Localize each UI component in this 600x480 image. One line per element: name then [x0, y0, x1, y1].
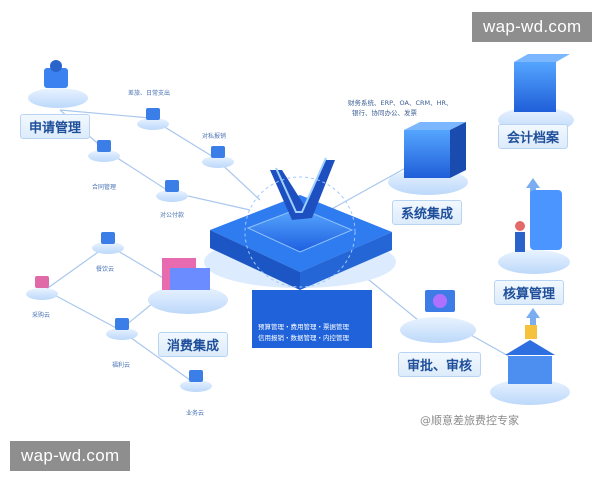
business-label: 业务云 — [186, 410, 205, 417]
archive-node — [498, 54, 574, 133]
accounting-node — [498, 190, 570, 274]
welfare-label: 福利云 — [112, 362, 131, 369]
private-label: 对私报销 — [202, 133, 227, 140]
approve-node — [400, 290, 476, 343]
system-label: 系统集成 — [392, 200, 463, 225]
meal-label: 餐饮云 — [96, 266, 115, 273]
consume-label: 消费集成 — [158, 332, 229, 357]
apply-label: 申请管理 — [20, 114, 91, 139]
sub-node-platforms — [26, 118, 234, 392]
center-desc-line-2: 信用报销・数据管理・内控管理 — [258, 334, 349, 342]
approve-label: 审批、审核 — [398, 352, 482, 377]
center-desc-line-1: 预算管理・费用管理・票据管理 — [258, 323, 349, 331]
travel-label: 差旅、日常支出 — [128, 90, 171, 97]
purchase-label: 采购云 — [32, 312, 51, 319]
system-desc-line-2: 银行、协同办公、发票 — [352, 109, 417, 117]
consume-node — [148, 258, 228, 314]
central-platform — [204, 157, 396, 348]
bank-node — [490, 325, 570, 405]
accounting-label: 核算管理 — [494, 280, 565, 305]
public-label: 对公付款 — [160, 212, 185, 219]
system-desc-line-1: 财务系统、ERP、OA、CRM、HR、 — [348, 99, 453, 107]
watermark-top: wap-wd.com — [472, 12, 593, 42]
system-node — [388, 122, 468, 195]
apply-node — [28, 60, 88, 108]
watermark-bottom: wap-wd.com — [10, 441, 131, 471]
contract-label: 合同管理 — [92, 184, 117, 191]
archive-label: 会计档案 — [498, 124, 569, 149]
flow-arrows — [526, 178, 540, 328]
source-credit: @顺意差旅费控专家 — [420, 414, 519, 427]
sub-node-icons — [35, 108, 225, 382]
